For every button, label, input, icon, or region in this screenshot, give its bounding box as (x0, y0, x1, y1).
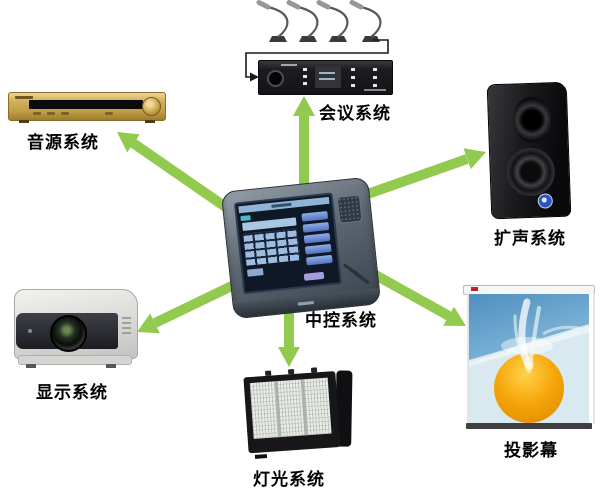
screen-banner (238, 196, 330, 214)
dvd-button (61, 112, 69, 115)
dvd-button (33, 112, 41, 115)
dvd-brand-mark (15, 96, 33, 99)
microphone-icon (256, 0, 289, 42)
screen-surface (467, 294, 595, 424)
label-lighting-system: 灯光系统 (253, 470, 325, 490)
panel-speaker-grille (336, 194, 363, 224)
arrow-to-conference (293, 96, 315, 187)
model-text-mark (364, 89, 386, 91)
dvd-player-illustration (8, 92, 166, 123)
projector-foot (106, 364, 116, 368)
dvd-foot (145, 120, 155, 123)
power-connector (267, 70, 284, 87)
light-knob (287, 368, 295, 375)
conference-controller-illustration (258, 60, 393, 95)
projector-illustration (14, 289, 138, 371)
panel-vent (354, 272, 370, 284)
projector-vent (122, 332, 131, 334)
microphone-icon (286, 0, 319, 42)
arrow-to-audio-source (117, 132, 240, 220)
label-central-control: 中控系统 (305, 311, 377, 331)
dvd-display (29, 100, 143, 109)
dvd-foot (19, 120, 29, 123)
screen-logo (240, 215, 251, 222)
projector-indicator (28, 329, 32, 333)
flood-light-illustration (243, 367, 353, 459)
screen-button-column (301, 211, 333, 268)
unit-button (373, 76, 377, 79)
pa-speaker-illustration (486, 81, 572, 220)
projector-foot (26, 364, 36, 368)
projector-vent (122, 317, 131, 319)
arrow-to-display (137, 278, 241, 334)
brand-text-mark (281, 64, 297, 66)
unit-button (351, 76, 355, 79)
projector-vent (122, 322, 131, 324)
control-touch-panel-illustration (220, 176, 382, 320)
unit-button (373, 68, 377, 71)
microphones-illustration (245, 0, 389, 82)
unit-button (351, 68, 355, 71)
light-knob (310, 367, 318, 373)
microphone-wire (245, 39, 389, 78)
unit-button (303, 82, 307, 85)
speaker-woofer (505, 147, 556, 197)
unit-button (303, 75, 307, 78)
label-display-system: 显示系统 (36, 383, 108, 403)
dvd-button (47, 112, 55, 115)
light-knob (264, 370, 272, 376)
label-conference: 会议系统 (319, 104, 391, 124)
screen-picture-orange-splash (469, 294, 589, 424)
microphone-icon (349, 0, 382, 42)
projector-lens (50, 315, 87, 352)
arrow-to-pa-speaker (360, 148, 486, 201)
unit-display (315, 66, 341, 88)
light-led-panel (249, 377, 332, 439)
projector-vent (122, 327, 131, 329)
label-pa-system: 扩声系统 (494, 229, 566, 249)
dvd-button (105, 112, 113, 115)
screen-small-button (246, 268, 264, 277)
wire-arrowhead-icon (250, 72, 259, 82)
label-audio-source: 音源系统 (27, 133, 99, 153)
screen-bottom-button (303, 271, 325, 281)
label-projection-screen: 投影幕 (504, 441, 558, 461)
light-foot (254, 454, 268, 459)
projection-screen-illustration (463, 285, 595, 431)
screen-weight-bar (466, 423, 592, 429)
screen-keypad-grid (243, 228, 301, 266)
projector-base (18, 355, 132, 365)
touch-screen (233, 192, 342, 295)
unit-button (303, 68, 307, 71)
screen-brand-logo (471, 287, 478, 291)
speaker-logo-badge (537, 193, 554, 209)
unit-button (373, 84, 377, 87)
microphone-icon (316, 0, 349, 42)
speaker-tweeter (512, 96, 552, 144)
unit-button (351, 84, 355, 87)
dvd-knob (142, 97, 161, 116)
